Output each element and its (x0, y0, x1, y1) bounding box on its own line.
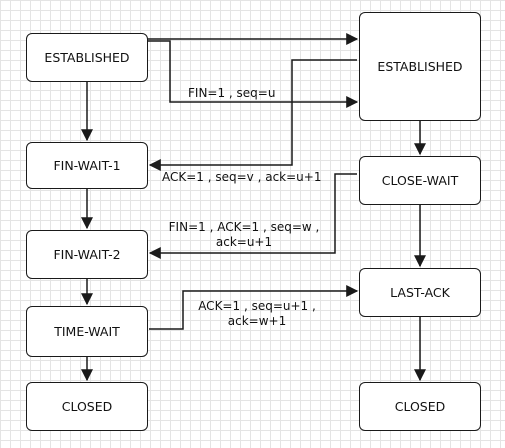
state-server-closed: CLOSED (359, 382, 481, 431)
state-label: LAST-ACK (390, 285, 450, 300)
arrow-fin-ack (148, 173, 357, 259)
message-fin-label: FIN=1 , seq=u (188, 86, 276, 100)
message-ack-label: ACK=1 , seq=v , ack=u+1 (162, 170, 322, 184)
arrow-fin (148, 40, 359, 108)
state-fin-wait-2: FIN-WAIT-2 (26, 230, 148, 279)
state-last-ack: LAST-ACK (359, 268, 481, 317)
state-label: TIME-WAIT (54, 324, 120, 339)
state-close-wait: CLOSE-WAIT (359, 156, 481, 205)
message-fin-ack-line-1: FIN=1 , ACK=1 , seq=w , (168, 220, 320, 234)
message-fin-ack-line-2: ack=u+1 (215, 235, 273, 249)
state-label: ESTABLISHED (44, 50, 130, 65)
state-client-established: ESTABLISHED (26, 33, 148, 82)
state-server-established: ESTABLISHED (359, 12, 481, 121)
state-fin-wait-1: FIN-WAIT-1 (26, 142, 148, 189)
state-label: CLOSED (394, 399, 446, 414)
state-label: FIN-WAIT-1 (53, 158, 121, 173)
arrow-last-ack (149, 285, 359, 330)
message-last-ack-line-2: ack=w+1 (227, 314, 287, 328)
state-time-wait: TIME-WAIT (26, 306, 148, 357)
state-client-closed: CLOSED (26, 382, 148, 431)
state-label: CLOSED (61, 399, 113, 414)
message-last-ack-line-1: ACK=1 , seq=u+1 , (198, 299, 316, 313)
state-label: CLOSE-WAIT (381, 173, 459, 188)
message-last-ack-label: ACK=1 , seq=u+1 , ack=w+1 (191, 299, 323, 329)
state-label: ESTABLISHED (377, 59, 463, 74)
message-fin-ack-label: FIN=1 , ACK=1 , seq=w , ack=u+1 (160, 220, 328, 250)
arrow-ack (148, 59, 357, 171)
state-label: FIN-WAIT-2 (53, 247, 121, 262)
